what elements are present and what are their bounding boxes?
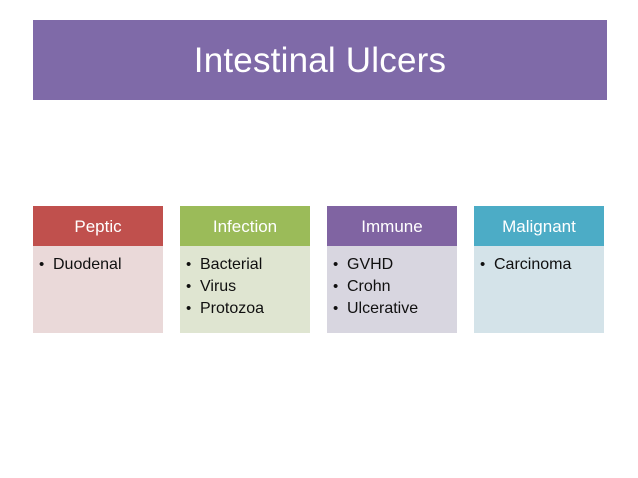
title-banner: Intestinal Ulcers bbox=[33, 20, 607, 100]
category-card-row: Peptic • Duodenal Infection • Bacterial • Virus… bbox=[33, 206, 605, 333]
card-body-immune: • GVHD • Crohn • Ulcerative bbox=[327, 246, 457, 333]
category-card-peptic: Peptic • Duodenal bbox=[33, 206, 163, 333]
card-header-infection: Infection bbox=[180, 206, 310, 246]
card-header-immune: Immune bbox=[327, 206, 457, 246]
list-item: • Protozoa bbox=[186, 298, 306, 320]
card-header-malignant: Malignant bbox=[474, 206, 604, 246]
bullet-icon: • bbox=[186, 256, 192, 273]
bullet-icon: • bbox=[333, 278, 339, 295]
card-header-label: Peptic bbox=[74, 216, 122, 236]
category-card-malignant: Malignant • Carcinoma bbox=[474, 206, 604, 333]
bullet-icon: • bbox=[186, 300, 192, 317]
list-item-label: Protozoa bbox=[200, 300, 265, 317]
card-item-list: • GVHD • Crohn • Ulcerative bbox=[333, 254, 453, 320]
list-item: • Virus bbox=[186, 276, 306, 298]
list-item: • Bacterial bbox=[186, 254, 306, 276]
card-header-label: Infection bbox=[212, 216, 278, 236]
card-header-label: Malignant bbox=[502, 216, 576, 236]
list-item: • Duodenal bbox=[39, 254, 159, 276]
card-body-peptic: • Duodenal bbox=[33, 246, 163, 333]
list-item-label: Virus bbox=[200, 278, 237, 295]
bullet-icon: • bbox=[186, 278, 192, 295]
card-item-list: • Carcinoma bbox=[480, 254, 600, 276]
list-item: • Ulcerative bbox=[333, 298, 453, 320]
category-card-immune: Immune • GVHD • Crohn • Ulcerative bbox=[327, 206, 457, 333]
category-card-infection: Infection • Bacterial • Virus • Protozoa bbox=[180, 206, 310, 333]
list-item-label: GVHD bbox=[347, 256, 394, 273]
page-title: Intestinal Ulcers bbox=[193, 40, 447, 80]
bullet-icon: • bbox=[333, 256, 339, 273]
list-item-label: Carcinoma bbox=[494, 256, 572, 273]
card-header-peptic: Peptic bbox=[33, 206, 163, 246]
card-body-malignant: • Carcinoma bbox=[474, 246, 604, 333]
bullet-icon: • bbox=[480, 256, 486, 273]
card-body-infection: • Bacterial • Virus • Protozoa bbox=[180, 246, 310, 333]
card-header-label: Immune bbox=[361, 216, 423, 236]
list-item: • GVHD bbox=[333, 254, 453, 276]
bullet-icon: • bbox=[39, 256, 45, 273]
card-item-list: • Bacterial • Virus • Protozoa bbox=[186, 254, 306, 320]
list-item: • Carcinoma bbox=[480, 254, 600, 276]
list-item-label: Ulcerative bbox=[347, 300, 419, 317]
bullet-icon: • bbox=[333, 300, 339, 317]
card-item-list: • Duodenal bbox=[39, 254, 159, 276]
list-item-label: Crohn bbox=[347, 278, 391, 295]
list-item-label: Duodenal bbox=[53, 256, 122, 273]
list-item: • Crohn bbox=[333, 276, 453, 298]
list-item-label: Bacterial bbox=[200, 256, 263, 273]
